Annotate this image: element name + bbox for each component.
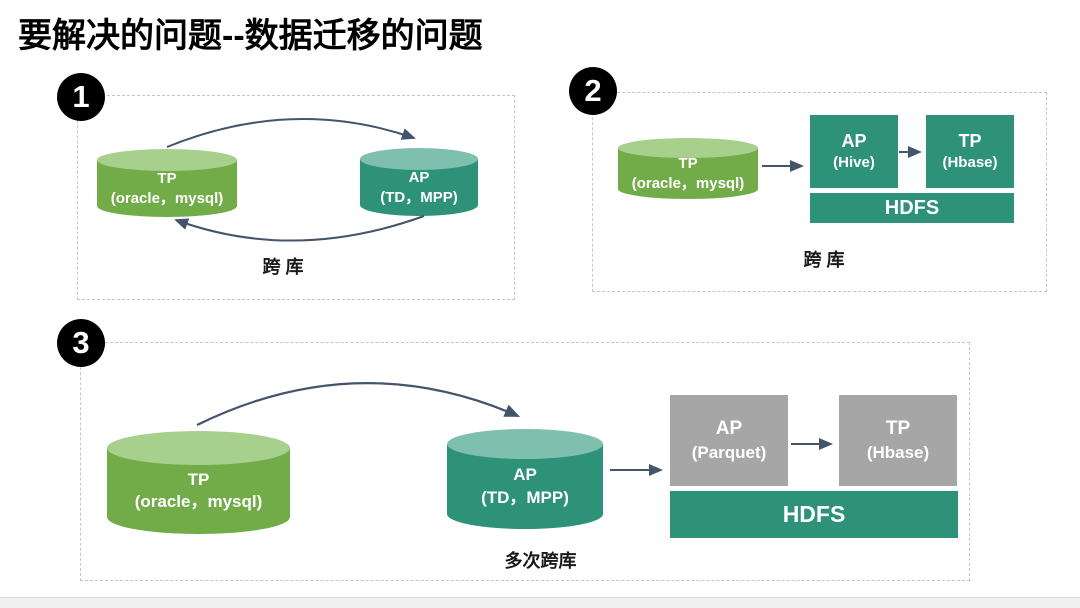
cylinder-label-line2: (oracle，mysql) xyxy=(134,492,263,511)
zone-2-dashed-box xyxy=(592,92,1047,292)
badge-2: 2 xyxy=(569,67,617,115)
cylinder-label-line1: TP xyxy=(157,170,177,187)
cylinder-label-line2: (oracle，mysql) xyxy=(110,189,224,207)
s3-zone-label: 多次跨库 xyxy=(504,551,577,571)
box-label-line1: TP xyxy=(885,418,911,440)
badge-3: 3 xyxy=(57,319,105,367)
s2-zone-label: 跨 库 xyxy=(803,250,845,270)
badge-1: 1 xyxy=(57,73,105,121)
s2-ap-hive-box: AP (Hive) xyxy=(810,115,898,188)
cylinder-top-ellipse xyxy=(97,149,237,171)
s1-zone-label: 跨 库 xyxy=(262,257,304,277)
cylinder-label-line1: TP xyxy=(678,155,698,172)
page-title: 要解决的问题--数据迁移的问题 xyxy=(18,17,483,55)
footer-strip xyxy=(0,597,1080,608)
s3-hdfs-bar: HDFS xyxy=(670,491,958,538)
cylinder-top-ellipse xyxy=(360,148,478,170)
cylinder-label-line1: AP xyxy=(513,465,537,485)
zone-1-dashed-box xyxy=(77,95,515,300)
cylinder-top-ellipse xyxy=(447,429,603,459)
cylinder-label-line2: (oracle，mysql) xyxy=(631,174,745,192)
s1-ap-td-mpp-cylinder: AP (TD，MPP) xyxy=(360,148,478,216)
s2-hdfs-bar: HDFS xyxy=(810,193,1014,223)
box-label-line1: AP xyxy=(841,131,867,152)
s1-tp-oracle-mysql-cylinder: TP (oracle，mysql) xyxy=(97,149,237,217)
s3-tp-oracle-mysql-cylinder: TP (oracle，mysql) xyxy=(107,431,290,534)
s2-tp-hbase-box: TP (Hbase) xyxy=(926,115,1014,188)
cylinder-label-line2: (TD，MPP) xyxy=(380,188,458,206)
box-label-line2: (Hbase) xyxy=(942,154,998,172)
s3-ap-td-mpp-cylinder: AP (TD，MPP) xyxy=(447,429,603,529)
cylinder-label-line2: (TD，MPP) xyxy=(481,487,569,507)
cylinder-top-ellipse xyxy=(618,138,758,158)
s2-tp-oracle-mysql-cylinder: TP (oracle，mysql) xyxy=(618,138,758,199)
s3-ap-parquet-box: AP (Parquet) xyxy=(670,395,788,486)
box-label-line1: TP xyxy=(958,131,982,152)
cylinder-label-line1: TP xyxy=(187,469,210,489)
box-label-line1: AP xyxy=(715,418,743,440)
zone-3-dashed-box xyxy=(80,342,970,581)
box-label-line2: (Hbase) xyxy=(866,442,930,462)
box-label-line2: (Parquet) xyxy=(691,442,767,462)
cylinder-top-ellipse xyxy=(107,431,290,465)
box-label-line2: (Hive) xyxy=(833,154,875,172)
cylinder-label-line1: AP xyxy=(408,169,430,186)
s3-tp-hbase-box: TP (Hbase) xyxy=(839,395,957,486)
